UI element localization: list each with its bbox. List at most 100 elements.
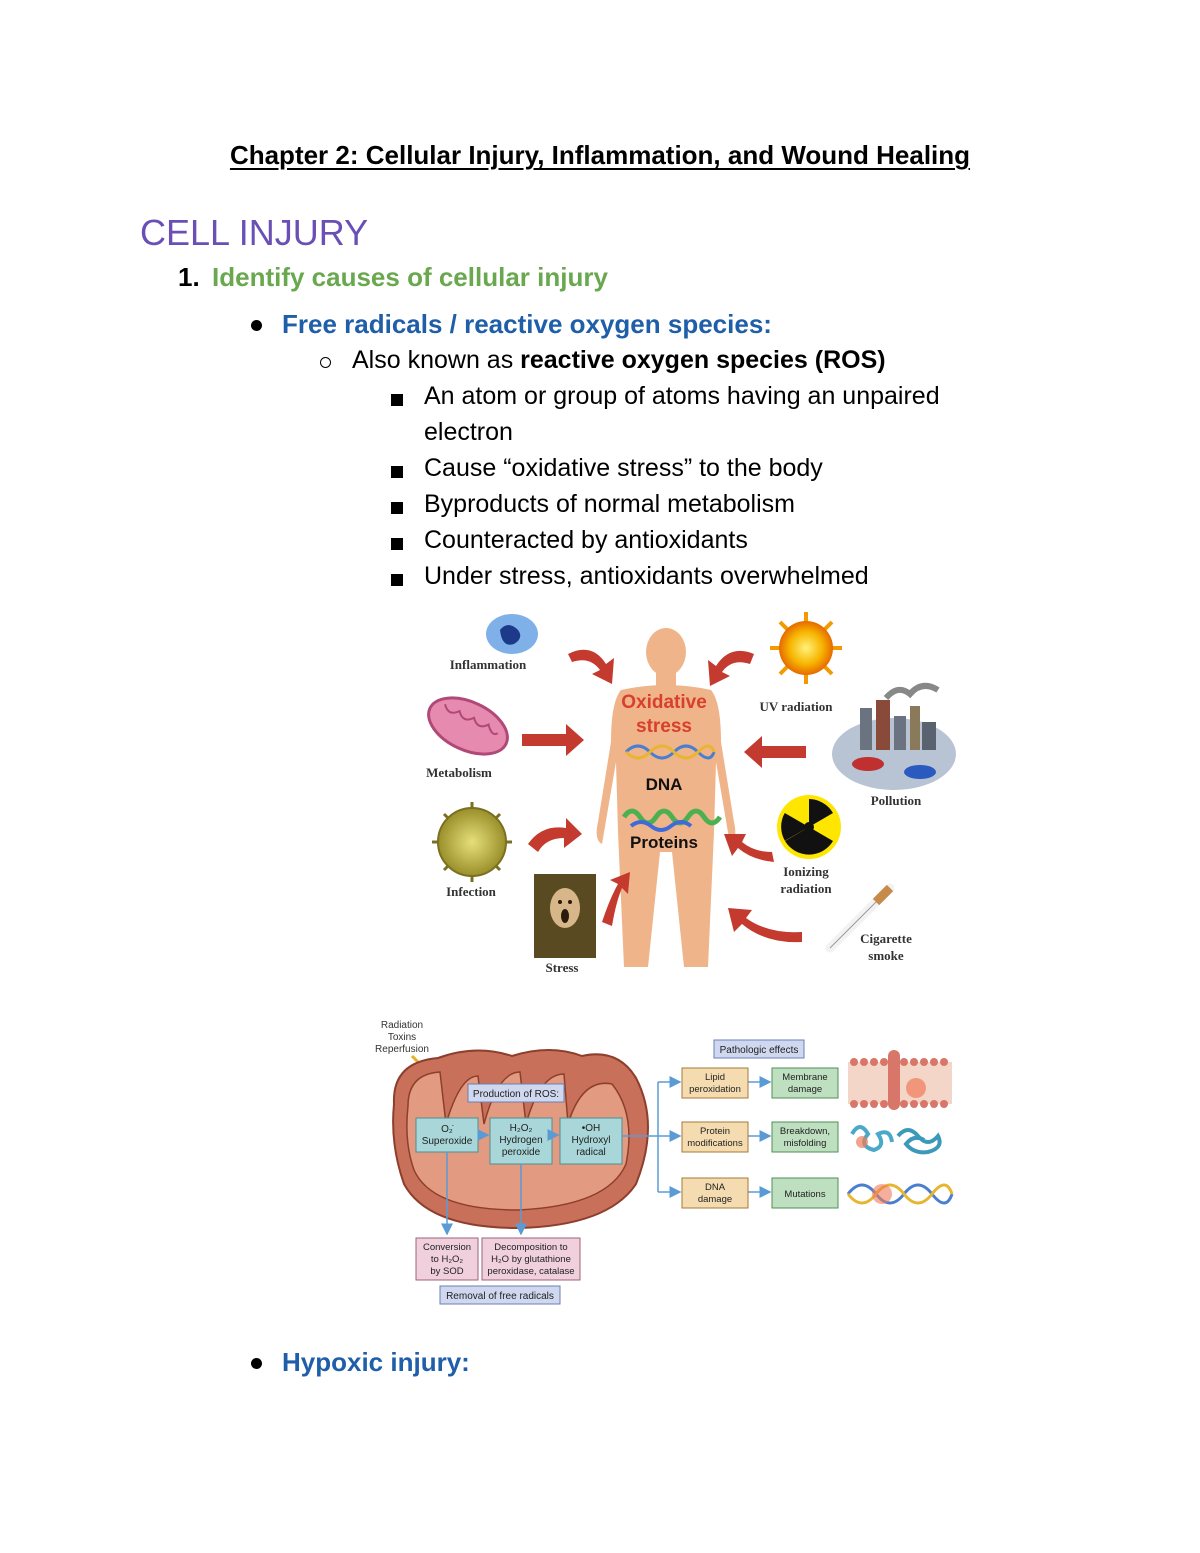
ros-pathway-figure: Radiation Toxins Reperfusion Production … <box>375 1020 954 1305</box>
sun-icon <box>770 612 842 684</box>
sub-sub-item: An atom or group of atoms having an unpa… <box>424 382 940 410</box>
sod-line-3: by SOD <box>430 1266 463 1277</box>
oh-formula: •OH <box>582 1123 601 1134</box>
inflammation-label: Inflammation <box>450 657 527 672</box>
lipid-line-1: Lipid <box>705 1072 725 1083</box>
sub-bullet-marker <box>320 357 331 368</box>
source-radiation: Radiation <box>381 1020 423 1031</box>
superoxide-name: Superoxide <box>422 1136 473 1147</box>
breakdown-line-1: Breakdown, <box>780 1126 830 1137</box>
membrane-damage-box: Membrane damage <box>771 1067 839 1099</box>
dna-mutation-illustration <box>846 1183 954 1205</box>
mutations-label: Mutations <box>784 1189 825 1200</box>
metabolism-label: Metabolism <box>426 765 492 780</box>
square-bullet-marker <box>391 466 403 478</box>
sub-sub-item: Counteracted by antioxidants <box>424 526 748 554</box>
dna-helix-icon <box>624 744 716 760</box>
uv-radiation-label: UV radiation <box>759 699 833 714</box>
inflammation-cell-icon <box>486 614 538 654</box>
pathologic-box <box>713 1039 805 1059</box>
arrow-inflammation <box>568 649 614 684</box>
oxidative-stress-figure: Oxidative stress DNA Proteins Inflammati… <box>426 612 956 975</box>
mutations-box: Mutations <box>771 1177 839 1209</box>
pathologic-label: Pathologic effects <box>720 1045 799 1056</box>
misfolded-protein-illustration <box>850 1125 942 1155</box>
decomp-line-2: H₂O by glutathione <box>491 1254 571 1265</box>
breakdown-misfolding-box: Breakdown, misfolding <box>771 1121 839 1153</box>
lipid-line-2: peroxidation <box>689 1084 741 1095</box>
arrow-cigarette <box>728 908 802 943</box>
sod-line-1: Conversion <box>423 1242 471 1253</box>
sub-item-prefix: Also known as <box>352 346 521 374</box>
membrane-illustration <box>848 1050 952 1110</box>
sod-line-2: to H₂O₂ <box>431 1254 464 1265</box>
breakdown-line-2: misfolding <box>784 1138 827 1149</box>
virus-icon <box>432 802 512 882</box>
list-number: 1. <box>178 262 200 292</box>
oxidative-label: Oxidative <box>621 692 707 713</box>
sub-sub-item: Byproducts of normal metabolism <box>424 490 795 518</box>
cigarette-icon <box>825 883 895 953</box>
proteins-label: Proteins <box>630 833 698 852</box>
bullet-hypoxic-injury: Hypoxic injury: <box>282 1347 470 1377</box>
stress-center-label: stress <box>636 716 692 737</box>
decomp-line-1: Decomposition to <box>494 1242 567 1253</box>
dna-damage-box: DNA damage <box>681 1177 749 1209</box>
pollution-label: Pollution <box>871 793 922 808</box>
bullet-marker <box>251 1358 262 1369</box>
h2o2-name: Hydrogen <box>499 1135 542 1146</box>
h2o2-formula: H₂O₂ <box>510 1123 533 1134</box>
document-title: Chapter 2: Cellular Injury, Inflammation… <box>229 140 971 170</box>
ionizing-label: Ionizing <box>783 864 829 879</box>
oh-name: Hydroxyl <box>572 1135 611 1146</box>
membrane-line-1: Membrane <box>782 1072 827 1083</box>
sub-sub-item: Under stress, antioxidants overwhelmed <box>424 562 869 590</box>
superoxide-box: O₂̇ Superoxide <box>415 1117 479 1153</box>
arrow-infection <box>528 818 582 852</box>
protein-modifications-box: Protein modifications <box>681 1121 749 1153</box>
dna-label: DNA <box>646 775 683 794</box>
decomp-line-3: peroxidase, catalase <box>487 1266 574 1277</box>
cigarette-label: Cigarette <box>860 931 912 946</box>
lipid-peroxidation-box: Lipid peroxidation <box>681 1067 749 1099</box>
arrow-ionizing <box>724 834 774 862</box>
protein-line-2: modifications <box>687 1138 743 1149</box>
square-bullet-marker <box>391 538 403 550</box>
radiation-symbol-icon <box>777 795 841 859</box>
square-bullet-marker <box>391 574 403 586</box>
decomposition-box: Decomposition to H₂O by glutathione pero… <box>481 1237 581 1281</box>
square-bullet-marker <box>391 502 403 514</box>
removal-box <box>439 1285 561 1305</box>
hydroxyl-radical-box: •OH Hydroxyl radical <box>559 1117 623 1165</box>
protein-line-1: Protein <box>700 1126 730 1137</box>
sub-sub-item: Cause “oxidative stress” to the body <box>424 454 823 482</box>
dna-line-2: damage <box>698 1194 732 1205</box>
numbered-item-text: Identify causes of cellular injury <box>212 262 608 292</box>
hydrogen-peroxide-box: H₂O₂ Hydrogen peroxide <box>489 1117 553 1165</box>
production-label: Production of ROS: <box>473 1089 559 1100</box>
arrow-uv <box>708 650 754 686</box>
membrane-line-2: damage <box>788 1084 822 1095</box>
arrow-pollution <box>744 736 806 768</box>
source-reperfusion: Reperfusion <box>375 1044 429 1055</box>
smoke-label: smoke <box>868 948 904 963</box>
mitochondrion-icon <box>427 696 509 756</box>
stress-label: Stress <box>546 960 579 975</box>
sub-item-ros: Also known as reactive oxygen species (R… <box>352 346 886 375</box>
arrows <box>522 649 806 943</box>
protein-icon <box>621 808 723 832</box>
sub-sub-item-continued: electron <box>424 418 513 446</box>
bullet-free-radicals: Free radicals / reactive oxygen species: <box>282 309 772 339</box>
sod-conversion-box: Conversion to H₂O₂ by SOD <box>415 1237 479 1281</box>
source-toxins: Toxins <box>388 1032 416 1043</box>
removal-label: Removal of free radicals <box>446 1291 554 1302</box>
infection-label: Infection <box>446 884 497 899</box>
section-heading: CELL INJURY <box>140 212 369 253</box>
h2o2-name-2: peroxide <box>502 1147 541 1158</box>
sub-item-bold: reactive oxygen species (ROS) <box>520 346 886 374</box>
oh-name-2: radical <box>576 1147 605 1158</box>
production-box <box>467 1083 565 1103</box>
superoxide-formula: O₂̇ <box>441 1124 454 1135</box>
bullet-marker <box>251 320 262 331</box>
square-bullet-marker <box>391 394 403 406</box>
